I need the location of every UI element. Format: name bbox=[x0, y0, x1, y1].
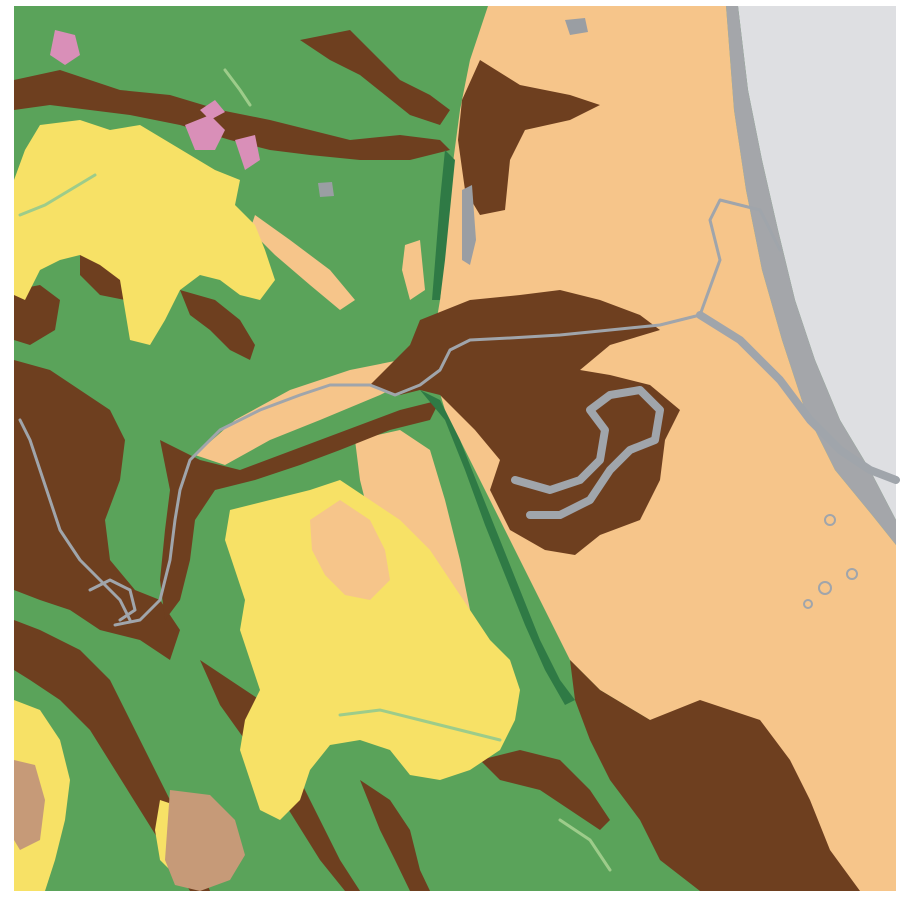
alluvium-northeast bbox=[300, 30, 450, 125]
river-west-meander bbox=[18, 418, 132, 622]
alluvium-river-band bbox=[160, 400, 440, 620]
alluvium-upper-valley bbox=[80, 250, 130, 300]
grey-patch-2 bbox=[318, 182, 334, 197]
tan-patch-sw-2 bbox=[14, 760, 45, 850]
alluvium-s-1 bbox=[360, 780, 430, 891]
shore-band bbox=[726, 6, 896, 545]
pink-patch-3 bbox=[235, 135, 260, 170]
tan-knoll bbox=[310, 500, 390, 600]
terrace-strip-2 bbox=[402, 240, 425, 300]
pale-stream-4 bbox=[223, 68, 252, 107]
river-west-loop bbox=[88, 578, 137, 622]
lake-2 bbox=[846, 568, 858, 580]
river-delta-main bbox=[696, 311, 900, 484]
alluvium-mid-tributary bbox=[180, 290, 255, 360]
terrace-strip bbox=[250, 215, 355, 310]
alluvium-nw-blob bbox=[14, 285, 60, 345]
pink-patch-2 bbox=[185, 115, 225, 150]
pale-stream-2 bbox=[338, 708, 502, 742]
alluvium-west bbox=[14, 360, 180, 660]
main-river bbox=[113, 313, 702, 627]
lake-1 bbox=[818, 581, 832, 595]
lake-3 bbox=[803, 599, 813, 609]
lake-4 bbox=[824, 514, 836, 526]
scarp-edge bbox=[420, 390, 575, 705]
river-delta-branch bbox=[698, 198, 782, 317]
alluvium-lower bbox=[570, 660, 860, 891]
alluvium-north bbox=[14, 70, 450, 160]
pale-stream-3 bbox=[558, 818, 612, 872]
alluvium-s-2 bbox=[480, 750, 610, 830]
crest-south bbox=[225, 480, 520, 820]
grey-patch-coast bbox=[462, 185, 476, 265]
scarp-north bbox=[432, 150, 455, 300]
pink-patch-1 bbox=[50, 30, 80, 65]
pink-patch-4 bbox=[200, 100, 225, 120]
pale-stream-1 bbox=[18, 173, 97, 217]
crest-northwest bbox=[14, 120, 275, 345]
tan-patch-sw bbox=[165, 790, 245, 891]
sea-area bbox=[738, 6, 896, 520]
alluvium-main bbox=[458, 60, 600, 215]
main-river-loop bbox=[511, 386, 664, 519]
grey-patch-1 bbox=[565, 18, 588, 35]
